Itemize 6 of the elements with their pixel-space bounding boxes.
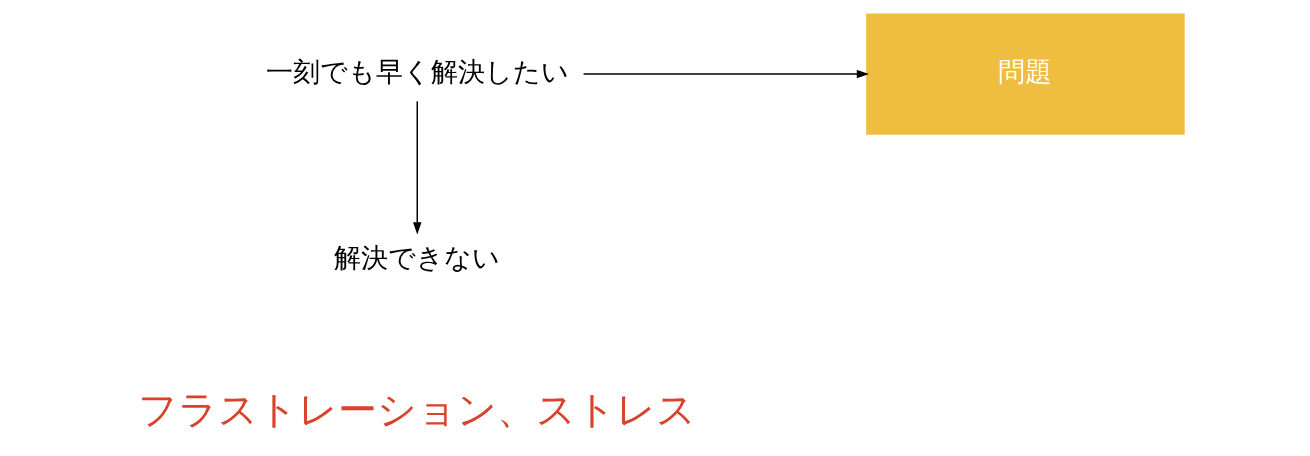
arrow	[582, 69, 869, 79]
node-text: 一刻でも早く解決したい	[265, 55, 569, 87]
label: フラストレーション、ストレス	[138, 386, 697, 433]
arrow	[413, 100, 422, 235]
node-text: 解決できない	[334, 241, 501, 273]
node-box: 問題	[866, 13, 1185, 135]
